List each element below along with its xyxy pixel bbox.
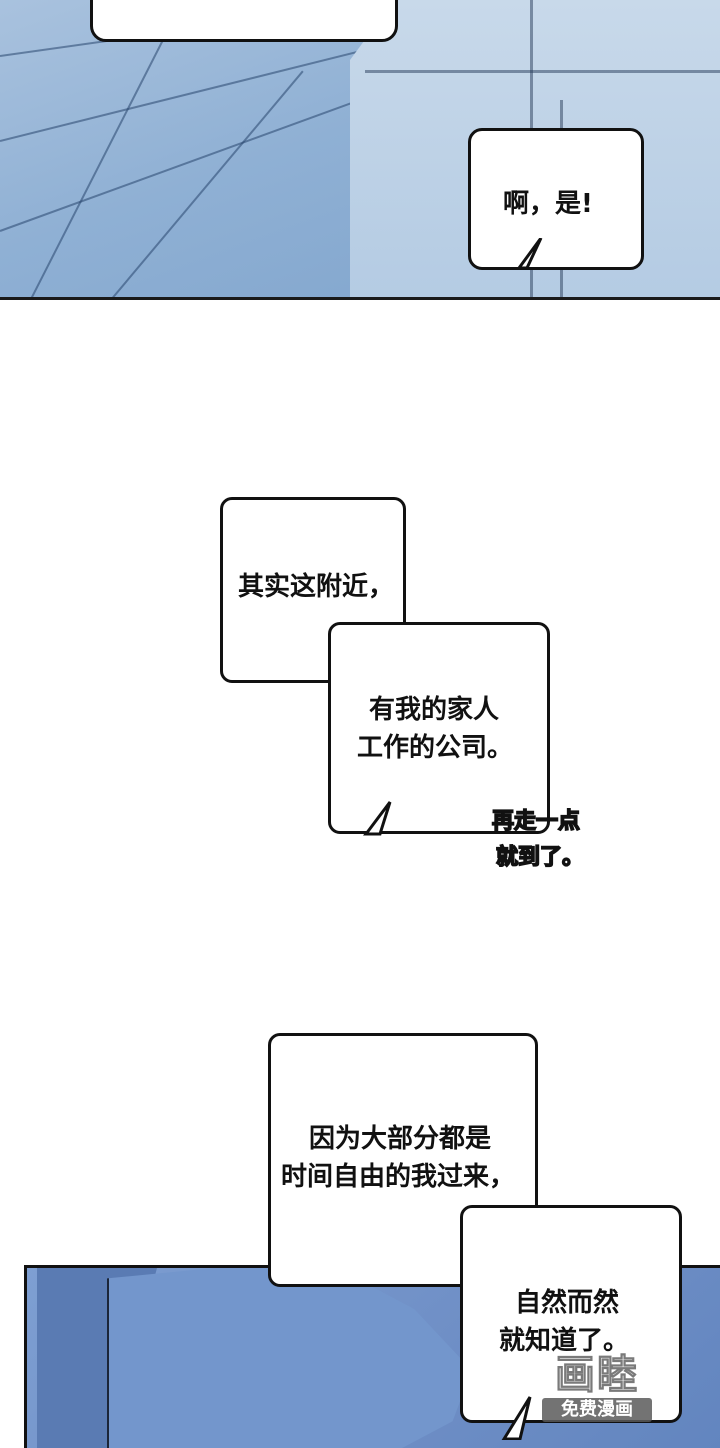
watermark-logo-text: 画睦 (555, 1352, 639, 1399)
watermark-logo: 画睦 免费漫画 (542, 1352, 652, 1422)
speech-bubble-text: 其实这附近， (238, 572, 395, 602)
speech-bubble-text: 因为大部分都是 (309, 1124, 492, 1154)
character-face (107, 1268, 472, 1448)
wall-trim (365, 70, 720, 73)
speech-bubble-3-bottom: 自然而然 就知道了。 (460, 1205, 682, 1423)
bubble-tail (516, 238, 543, 270)
watermark-caption: 免费漫画 (542, 1398, 652, 1422)
speech-bubble-2-bottom: 有我的家人 工作的公司。 (328, 622, 550, 834)
speech-bubble-partial (90, 0, 398, 42)
speech-bubble-text: 自然而然 (515, 1288, 620, 1318)
bubble-tail (363, 801, 392, 836)
speech-bubble-text: 时间自由的我过来， (281, 1162, 516, 1192)
speech-bubble-text: 啊，是! (503, 189, 593, 219)
speech-bubble-text: 有我的家人 (369, 695, 500, 725)
speech-bubble-1: 啊，是! (468, 128, 644, 270)
sfx-text-line2: 就到了。 (495, 844, 585, 871)
panel-border (0, 297, 720, 300)
speech-bubble-text: 工作的公司。 (357, 733, 514, 763)
floor-line (29, 0, 195, 300)
bubble-tail (501, 1396, 532, 1440)
floor-line (0, 86, 396, 232)
sfx-text-line1: 再走一点 (491, 808, 581, 835)
speech-bubble-text: 就知道了。 (499, 1326, 630, 1356)
